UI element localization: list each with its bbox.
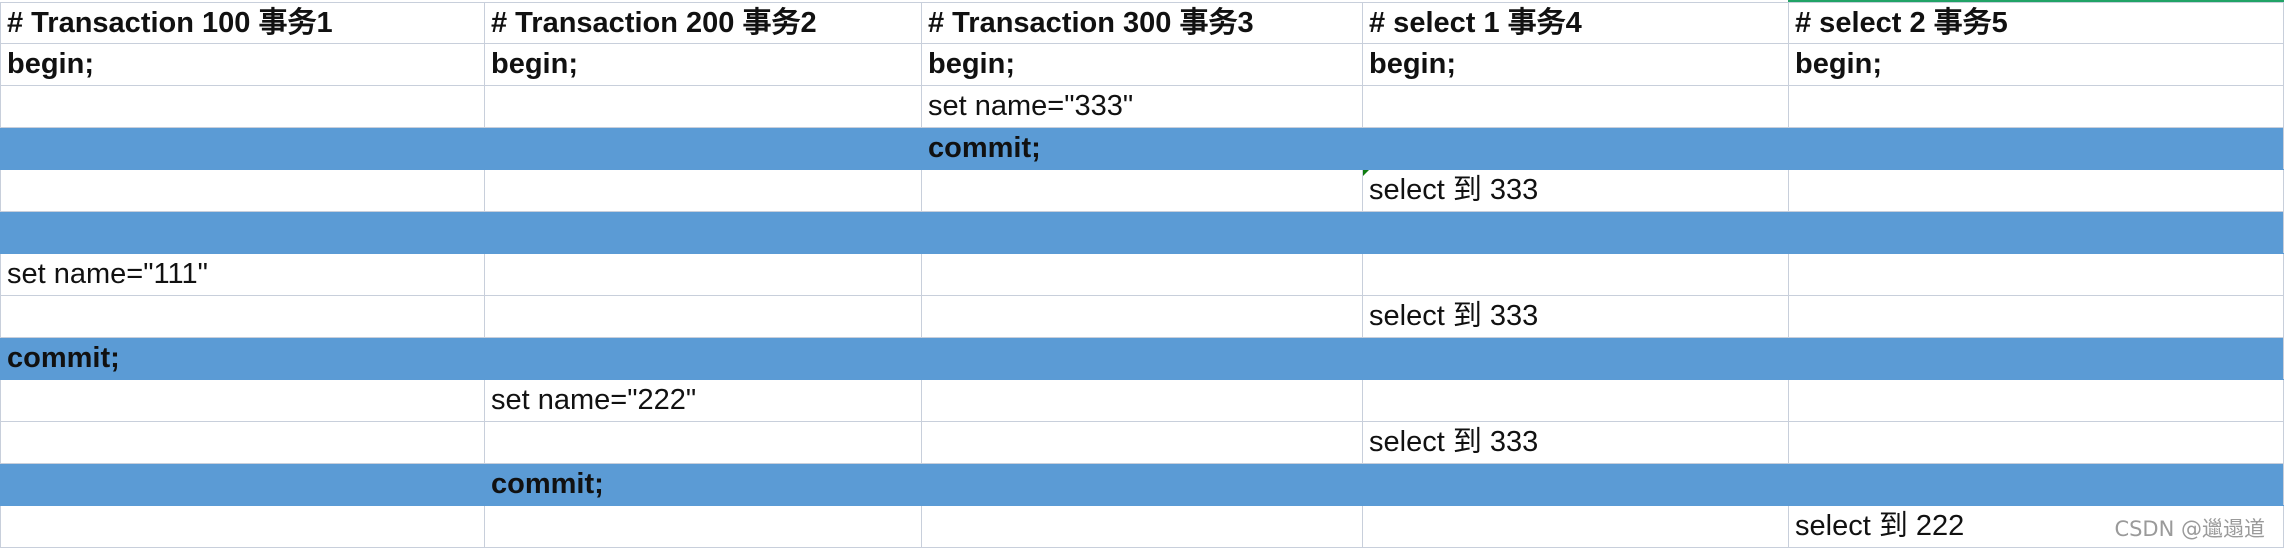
table-cell[interactable] — [484, 296, 921, 337]
table-cell[interactable] — [484, 86, 921, 127]
table-cell[interactable]: begin; — [921, 44, 1362, 85]
table-cell[interactable] — [1362, 338, 1788, 379]
table-cell[interactable] — [484, 422, 921, 463]
table-cell[interactable] — [1788, 254, 2284, 295]
table-cell[interactable]: select 到 333 — [1362, 296, 1788, 337]
table-cell[interactable] — [1788, 86, 2284, 127]
table-cell[interactable]: select 到 333 — [1362, 170, 1788, 211]
table-cell[interactable] — [484, 128, 921, 169]
table-cell[interactable] — [0, 422, 484, 463]
cell-indicator-triangle-icon — [1363, 170, 1369, 176]
table-row: set name="111" — [0, 254, 2284, 296]
table-cell[interactable] — [0, 296, 484, 337]
table-cell[interactable]: commit; — [7, 342, 120, 374]
highlighted-row: commit; — [0, 338, 2284, 380]
table-cell[interactable]: commit; — [491, 468, 604, 500]
table-cell[interactable] — [1362, 128, 1788, 169]
table-cell[interactable] — [921, 338, 1362, 379]
table-cell[interactable] — [921, 422, 1362, 463]
table-cell[interactable] — [484, 254, 921, 295]
highlighted-row: commit; — [0, 128, 2284, 170]
table-cell[interactable] — [921, 380, 1362, 421]
table-cell[interactable] — [484, 338, 921, 379]
table-row: select 到 333 — [0, 422, 2284, 464]
table-cell[interactable] — [0, 506, 484, 547]
highlighted-row: commit; — [0, 464, 2284, 506]
table-cell[interactable] — [1788, 338, 2284, 379]
table-cell[interactable] — [1788, 296, 2284, 337]
table-cell[interactable]: begin; — [1788, 44, 2284, 85]
table-row: select 到 222 — [0, 506, 2284, 548]
header-row: # Transaction 100 事务1 # Transaction 200 … — [0, 2, 2284, 44]
table-row: select 到 333 — [0, 296, 2284, 338]
cell-text: select 到 333 — [1369, 174, 1539, 206]
watermark: CSDN @邋遢道 — [2114, 517, 2265, 541]
table-cell[interactable] — [1362, 506, 1788, 547]
table-cell[interactable]: set name="333" — [921, 86, 1362, 127]
table-cell[interactable] — [1362, 212, 1788, 253]
table-cell[interactable] — [921, 296, 1362, 337]
table-cell[interactable]: set name="111" — [0, 254, 484, 295]
table-cell[interactable] — [1788, 380, 2284, 421]
table-cell[interactable]: begin; — [0, 44, 484, 85]
table-cell[interactable] — [1788, 422, 2284, 463]
table-cell[interactable]: begin; — [484, 44, 921, 85]
table-row: select 到 333 — [0, 170, 2284, 212]
table-cell[interactable] — [1362, 254, 1788, 295]
table-cell[interactable] — [0, 170, 484, 211]
table-cell[interactable] — [0, 464, 484, 505]
table-cell[interactable]: select 到 333 — [1362, 422, 1788, 463]
table-cell[interactable] — [0, 86, 484, 127]
table-cell[interactable] — [0, 128, 484, 169]
table-cell[interactable] — [921, 254, 1362, 295]
header-cell-select-1[interactable]: # select 1 事务4 — [1362, 3, 1788, 43]
highlighted-row — [0, 212, 2284, 254]
table-cell[interactable] — [1788, 170, 2284, 211]
table-cell[interactable] — [921, 506, 1362, 547]
table-row: set name="333" — [0, 86, 2284, 128]
table-cell[interactable] — [484, 212, 921, 253]
table-cell[interactable] — [0, 212, 484, 253]
table-cell[interactable] — [921, 464, 1362, 505]
header-cell-transaction-300[interactable]: # Transaction 300 事务3 — [921, 3, 1362, 43]
table-cell[interactable] — [0, 380, 484, 421]
header-cell-transaction-100[interactable]: # Transaction 100 事务1 — [0, 3, 484, 43]
table-cell[interactable] — [1362, 86, 1788, 127]
table-cell[interactable] — [1788, 464, 2284, 505]
table-cell[interactable] — [1362, 464, 1788, 505]
table-cell[interactable]: select 到 222 — [1788, 506, 2284, 547]
header-cell-select-2[interactable]: # select 2 事务5 — [1788, 3, 2284, 43]
table-cell[interactable] — [921, 170, 1362, 211]
header-cell-transaction-200[interactable]: # Transaction 200 事务2 — [484, 3, 921, 43]
table-row: begin; begin; begin; begin; begin; — [0, 44, 2284, 86]
table-cell[interactable]: begin; — [1362, 44, 1788, 85]
table-cell[interactable] — [1362, 380, 1788, 421]
table-cell[interactable] — [484, 506, 921, 547]
table-cell[interactable]: set name="222" — [484, 380, 921, 421]
table-cell[interactable] — [1788, 128, 2284, 169]
table-cell[interactable] — [484, 170, 921, 211]
table-row: set name="222" — [0, 380, 2284, 422]
table-cell[interactable]: commit; — [928, 132, 1041, 164]
table-cell[interactable] — [1788, 212, 2284, 253]
table-cell[interactable] — [921, 212, 1362, 253]
selected-column-indicator — [1788, 0, 2284, 3]
